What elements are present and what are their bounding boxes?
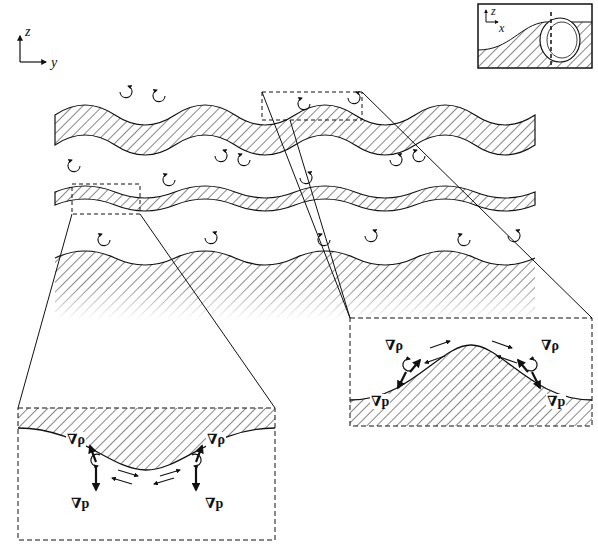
gradient-label: ∇ρ	[206, 432, 226, 447]
gradient-label: ∇p	[70, 496, 90, 511]
lower-layer	[55, 251, 535, 320]
zoom-box-trough	[18, 408, 275, 540]
gradient-label: ∇p	[370, 394, 390, 409]
inset	[478, 4, 592, 68]
gradient-label: ∇ρ	[66, 432, 86, 447]
axis-label: z	[490, 5, 497, 18]
interface	[55, 251, 535, 265]
hatched-band	[55, 186, 535, 211]
gradient-label: ∇ρ	[540, 338, 560, 353]
axes	[20, 36, 46, 62]
vortex-arrows	[68, 86, 520, 246]
axis-label: z	[24, 24, 31, 39]
gradient-label: ∇ρ	[384, 338, 404, 353]
gradient-label: ∇p	[204, 496, 224, 511]
hatched-band	[55, 105, 535, 155]
axis-label: x	[498, 22, 505, 35]
axis-label: y	[50, 55, 58, 70]
gradient-label: ∇p	[546, 394, 566, 409]
zoom-box-crest	[350, 318, 592, 426]
